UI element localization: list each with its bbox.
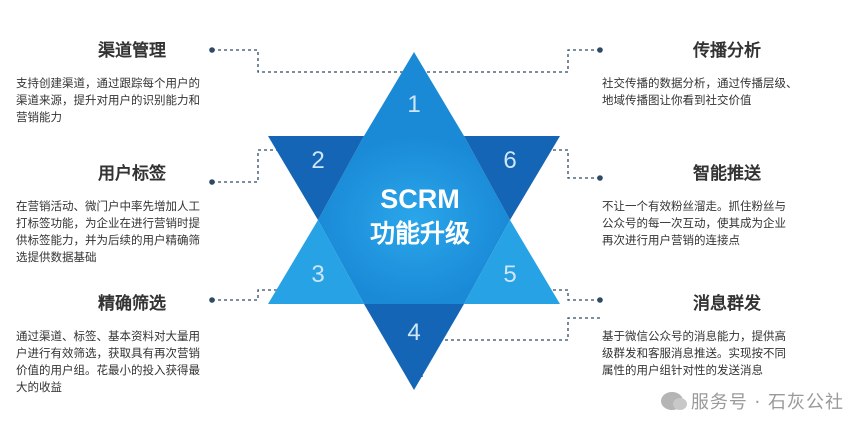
connector-dot [597, 175, 603, 181]
star-segment-2 [268, 136, 364, 220]
description-line: 户进行有效筛选，获取具有再次营销 [16, 346, 200, 360]
center-title-scrm: SCRM [380, 184, 460, 214]
feature-title: 用户标签 [98, 164, 166, 184]
star-number-2: 2 [311, 147, 324, 174]
star-number-1: 1 [407, 91, 420, 118]
connector-dot [597, 47, 603, 53]
star-center-hexagon [318, 136, 510, 304]
star-segment-6 [464, 136, 560, 220]
description-line: 支持创建渠道，通过跟踪每个用户的 [16, 76, 200, 90]
star-segment-3 [268, 220, 364, 304]
description-line: 级群发和客服消息推送。实现按不同 [602, 346, 786, 360]
feature-smart-push: 智能推送 不让一个有效粉丝溜走。抓住粉丝与 公众号的每一次互动，使其成为企业 再… [602, 163, 852, 249]
connector-line [540, 149, 600, 179]
feature-title: 消息群发 [693, 294, 761, 314]
star-number-3: 3 [311, 261, 324, 288]
feature-message-broadcast: 消息群发 基于微信公众号的消息能力，提供高 级群发和客服消息推送。实现按不同 属… [602, 293, 852, 379]
star-number-5: 5 [503, 261, 516, 288]
feature-description: 在营销活动、微门户中率先增加人工 打标签功能，为企业在进行营销时提 供标签能力，… [16, 198, 248, 266]
star-segment-4 [364, 304, 464, 390]
connector-line [414, 49, 600, 73]
feature-precise-filter: 精确筛选 通过渠道、标签、基本资料对大量用 户进行有效筛选，获取具有再次营销 价… [16, 293, 248, 396]
description-line: 在营销活动、微门户中率先增加人工 [16, 199, 200, 213]
description-line: 选提供数据基础 [16, 250, 97, 264]
description-line: 通过渠道、标签、基本资料对大量用 [16, 329, 200, 343]
feature-description: 不让一个有效粉丝溜走。抓住粉丝与 公众号的每一次互动，使其成为企业 再次进行用户… [602, 198, 852, 249]
description-line: 再次进行用户营销的连接点 [602, 233, 740, 247]
description-line: 渠道来源，提升对用户的识别能力和 [16, 93, 200, 107]
description-line: 基于微信公众号的消息能力，提供高 [602, 329, 786, 343]
feature-title: 传播分析 [693, 41, 761, 61]
description-line: 供标签能力，并为后续的用户精确筛 [16, 233, 200, 247]
feature-description: 基于微信公众号的消息能力，提供高 级群发和客服消息推送。实现按不同 属性的用户组… [602, 328, 852, 379]
description-line: 地域传播图让你看到社交价值 [602, 93, 752, 107]
center-title-upgrade: 功能升级 [370, 219, 470, 248]
connector-dot [209, 47, 215, 53]
star-number-6: 6 [503, 147, 516, 174]
feature-spread-analysis: 传播分析 社交传播的数据分析，通过传播层级、 地域传播图让你看到社交价值 [602, 40, 852, 109]
feature-title: 智能推送 [693, 164, 761, 184]
wechat-icon [660, 392, 687, 410]
feature-title: 精确筛选 [98, 294, 166, 314]
star-segment-1 [364, 52, 464, 136]
feature-description: 支持创建渠道，通过跟踪每个用户的 渠道来源，提升对用户的识别能力和 营销能力 [16, 75, 248, 126]
watermark-text: 服务号 · 石灰公社 [690, 392, 844, 413]
watermark: 服务号 · 石灰公社 [660, 388, 844, 414]
description-line: 价值的用户组。花最小的投入获得最 [16, 363, 200, 377]
feature-user-tags: 用户标签 在营销活动、微门户中率先增加人工 打标签功能，为企业在进行营销时提 供… [16, 163, 248, 266]
star-segment-5 [464, 220, 560, 304]
connector-dot [597, 297, 603, 303]
connector-dot [209, 297, 215, 303]
connector-dot [209, 179, 215, 185]
description-line: 大的收益 [16, 380, 62, 394]
star-number-4: 4 [407, 319, 420, 346]
connector-line [212, 289, 300, 301]
feature-description: 通过渠道、标签、基本资料对大量用 户进行有效筛选，获取具有再次营销 价值的用户组… [16, 328, 248, 396]
description-line: 社交传播的数据分析，通过传播层级、 [602, 76, 798, 90]
description-line: 营销能力 [16, 110, 62, 124]
description-line: 不让一个有效粉丝溜走。抓住粉丝与 [602, 199, 786, 213]
description-line: 打标签功能，为企业在进行营销时提 [16, 216, 200, 230]
connector-line [212, 149, 290, 183]
description-line: 公众号的每一次互动，使其成为企业 [602, 216, 786, 230]
feature-description: 社交传播的数据分析，通过传播层级、 地域传播图让你看到社交价值 [602, 75, 852, 109]
feature-channel-management: 渠道管理 支持创建渠道，通过跟踪每个用户的 渠道来源，提升对用户的识别能力和 营… [16, 40, 248, 126]
feature-title: 渠道管理 [98, 41, 166, 61]
description-line: 属性的用户组针对性的发送消息 [602, 363, 763, 377]
